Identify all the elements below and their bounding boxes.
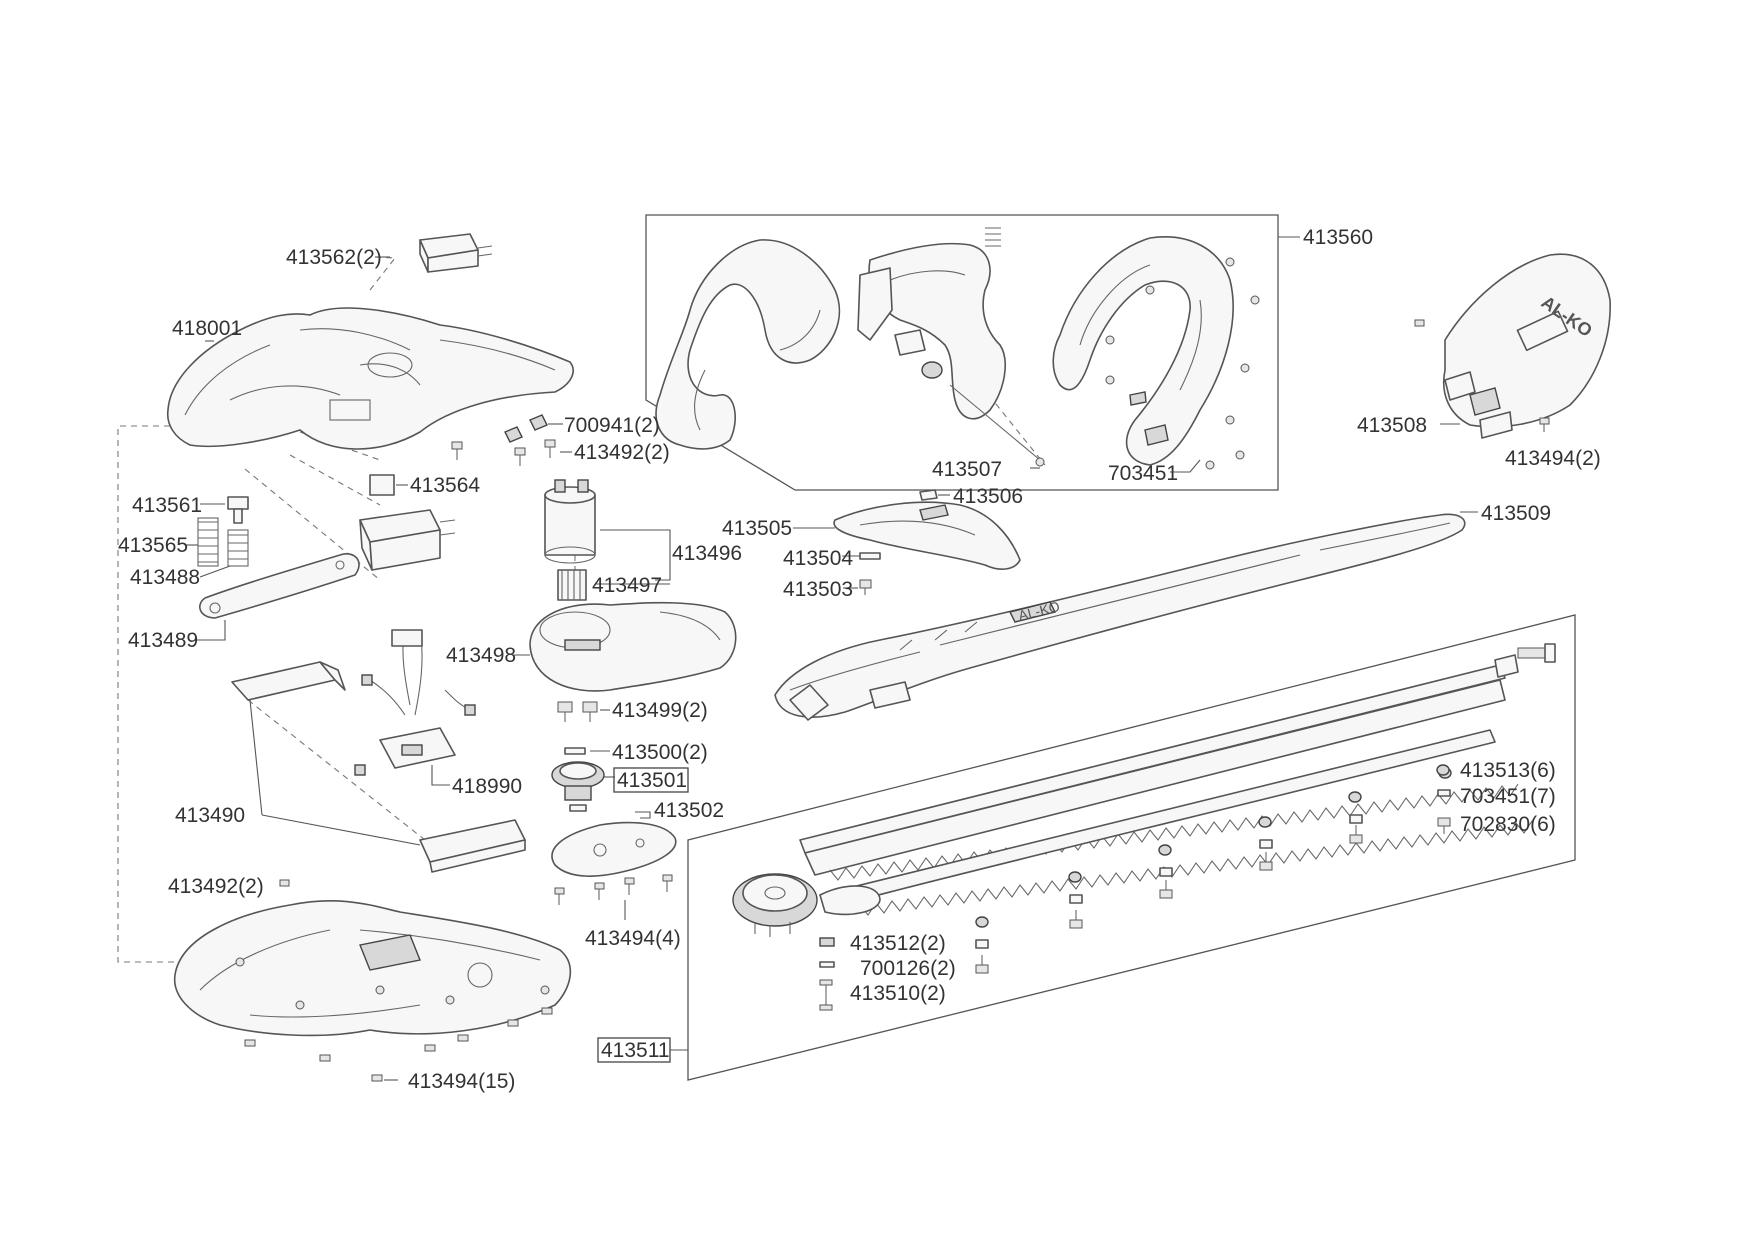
trigger-pin-413561 [227, 496, 249, 524]
cutter-bar [799, 664, 1533, 916]
lower-housing [173, 900, 572, 1037]
label-413506: 413506 [953, 485, 1023, 508]
label-413490: 413490 [175, 804, 245, 827]
micro-switch-top [419, 233, 493, 273]
motor-pinion [557, 569, 587, 601]
label-413501: 413501 [617, 769, 687, 792]
bar-screws [975, 825, 1363, 974]
label-413509: 413509 [1481, 502, 1551, 525]
label-700941: 700941(2) [564, 414, 660, 437]
cable-guide-upper [231, 661, 346, 701]
legend-washer [819, 961, 835, 968]
pins-413500 [564, 747, 586, 755]
handle-pin-413507 [949, 384, 1045, 467]
label-413494-b: 413494(15) [408, 1070, 515, 1093]
label-413496: 413496 [672, 542, 742, 565]
cutter-kit-frame [670, 614, 1576, 1081]
handle-cover-413508: AL-KO [1443, 253, 1611, 439]
label-413561: 413561 [132, 494, 202, 517]
screws-413499 [557, 701, 598, 722]
label-413488: 413488 [130, 566, 200, 589]
label-413492-b: 413492(2) [168, 875, 264, 898]
handle-switch-cover [857, 267, 893, 341]
spring-413560 [985, 227, 1001, 247]
label-703451-b: 703451(7) [1460, 785, 1556, 808]
handle-bracket [868, 242, 1006, 420]
gear-413501 [551, 761, 605, 801]
bar-end-bolt [1494, 643, 1556, 678]
label-413507: 413507 [932, 458, 1002, 481]
label-413512: 413512(2) [850, 932, 946, 955]
label-413562: 413562(2) [286, 246, 382, 269]
spring-clip-413504 [859, 552, 881, 560]
label-702830: 702830(6) [1460, 813, 1556, 836]
label-413494-a: 413494(4) [585, 927, 681, 950]
spring-413488 [227, 529, 249, 567]
label-418990: 418990 [452, 775, 522, 798]
label-413499: 413499(2) [612, 699, 708, 722]
label-413560: 413560 [1303, 226, 1373, 249]
main-switch [359, 509, 456, 571]
label-413497: 413497 [592, 574, 662, 597]
housing-screws [244, 1007, 553, 1082]
plate-screws [554, 874, 673, 905]
clip-413564 [369, 474, 395, 496]
handle-kit-frame [645, 214, 1300, 491]
label-413489: 413489 [128, 629, 198, 652]
label-413500: 413500(2) [612, 741, 708, 764]
spring-left [197, 517, 219, 567]
screw-413503 [859, 579, 872, 595]
blade-guard-413509: AL-KO [774, 513, 1466, 721]
legend-bush [819, 937, 835, 947]
label-413502: 413502 [654, 799, 724, 822]
label-413503: 413503 [783, 578, 853, 601]
clip-413506 [919, 489, 938, 501]
upper-housing [166, 307, 574, 450]
label-413492-a: 413492(2) [574, 441, 670, 464]
label-413494-c: 413494(2) [1505, 447, 1601, 470]
label-700126: 700126(2) [860, 957, 956, 980]
screw-413492-lower [279, 879, 290, 887]
gear-plate [551, 821, 677, 877]
label-413510: 413510(2) [850, 982, 946, 1005]
label-703451-a: 703451 [1108, 462, 1178, 485]
screws-413492 [451, 439, 556, 466]
cable-guide-lower [419, 819, 526, 873]
front-cover-413505 [833, 501, 1021, 570]
legend-bolt [819, 979, 833, 1011]
front-handle-bow [655, 239, 841, 450]
motor [544, 479, 596, 564]
wiring-harness [354, 629, 476, 776]
gear-pin [569, 804, 587, 812]
label-413505: 413505 [722, 517, 792, 540]
handle-trigger-small [894, 329, 943, 379]
legend-screw [1437, 817, 1451, 834]
drive-gear-413511 [732, 873, 881, 937]
box-413511 [597, 1037, 671, 1063]
legend-spacer [1436, 764, 1450, 776]
trigger-lever [199, 553, 360, 619]
label-413565: 413565 [118, 534, 188, 557]
screw-413508-top [1414, 319, 1425, 327]
square-nuts [504, 414, 548, 443]
label-418001: 418001 [172, 317, 242, 340]
label-413498: 413498 [446, 644, 516, 667]
legend-nut [1437, 789, 1451, 797]
gear-housing [529, 601, 737, 692]
label-413513: 413513(6) [1460, 759, 1556, 782]
screw-413494-right [1539, 417, 1550, 432]
part-labels: 413562(2) 418001 700941(2) 413492(2) 413… [118, 226, 1601, 1093]
label-413511: 413511 [601, 1039, 670, 1062]
label-413508: 413508 [1357, 414, 1427, 437]
handle-screws [1105, 257, 1260, 470]
bar-nuts [975, 814, 1363, 949]
box-413501 [613, 767, 689, 793]
rear-handle-frame [1052, 236, 1234, 466]
label-413564: 413564 [410, 474, 480, 497]
label-413504: 413504 [783, 547, 853, 570]
